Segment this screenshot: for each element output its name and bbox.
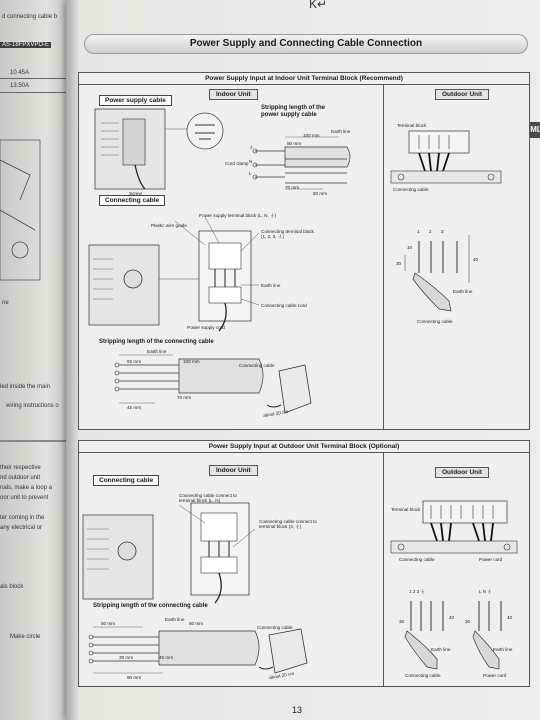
dim-label: 50 mm	[101, 621, 116, 626]
dim-label: 30	[465, 619, 471, 624]
left-fragment: d connecting cable b	[2, 14, 58, 20]
left-fragment: 10.45A	[10, 70, 30, 76]
terminal-number: 1	[417, 229, 420, 234]
dim-label: 40	[473, 257, 479, 262]
terminal-numbers: L N ⏚	[479, 589, 492, 594]
dim-label: 70 mm	[177, 395, 192, 400]
earth-line-label: Earth line	[165, 617, 185, 622]
terminal-numbers: 1 2 3 ⏚	[409, 589, 426, 594]
manual-page: K↵ Power Supply and Connecting Cable Con…	[66, 0, 540, 720]
connecting-cable-small-label: Connecting cable	[239, 363, 275, 368]
conn-cable-cord-label: Connecting cable cord	[261, 303, 307, 308]
left-fragment: nd outdoor unit	[0, 475, 41, 481]
section-outdoor-terminal: Power Supply Input at Outdoor Unit Termi…	[78, 440, 530, 687]
section-heading: Power Supply Input at Indoor Unit Termin…	[79, 73, 529, 85]
section-heading: Power Supply Input at Outdoor Unit Termi…	[79, 441, 529, 453]
left-fragment: als block	[0, 584, 24, 590]
terminal-number: 3	[441, 229, 444, 234]
left-fragment: led inside the main	[0, 384, 51, 390]
left-fragment: wiring instructions o	[6, 403, 59, 409]
dim-label: 50 mm	[287, 141, 302, 146]
terminal-number: 2	[429, 229, 432, 234]
left-facing-page: d connecting cable b AS-18FPXVPO-E 10.45…	[0, 0, 78, 720]
indoor-unit-tab: Indoor Unit	[209, 89, 258, 100]
dim-label: 92 mm	[127, 359, 142, 364]
dim-label: 60 mm	[189, 621, 204, 626]
left-fragment: any electrical or	[0, 525, 43, 531]
left-page-diagram-fragments	[0, 139, 78, 442]
dim-label: 45 mm	[127, 405, 142, 410]
earth-line-out-label: Earth line	[453, 289, 473, 294]
indoor-wiring-diagrams	[88, 108, 502, 414]
outdoor-unit-tab: Outdoor Unit	[435, 467, 490, 478]
terminal-block-label: Terminal block	[391, 507, 421, 512]
connecting-cable-small-label: Connecting cable	[257, 625, 293, 630]
earth-line-label: Earth line	[147, 349, 167, 354]
page-title: Power Supply and Connecting Cable Connec…	[84, 34, 528, 54]
conn-to-ln-label: Connecting cable connect to terminal blo…	[179, 493, 237, 503]
left-fragment: ne	[2, 300, 9, 306]
left-fragment: their respective	[0, 465, 41, 471]
power-supply-cord-label: Power supply cord	[187, 325, 225, 330]
dim-label: 40	[449, 615, 455, 620]
left-fragment: 13.50A	[10, 83, 30, 89]
section-divider	[383, 84, 384, 429]
dim-label: 70 mm	[285, 185, 300, 190]
left-fragment: oor unit to prevent	[0, 495, 49, 501]
outdoor-unit-tab: Outdoor Unit	[435, 89, 490, 100]
dim-label: 30	[399, 619, 405, 624]
power-cord2-label: Power cord	[483, 673, 507, 678]
page-number: 13	[292, 705, 303, 715]
left-fragment: Make circle	[10, 634, 41, 640]
section-indoor-terminal: Power Supply Input at Indoor Unit Termin…	[78, 72, 530, 430]
terminal-block-label: Terminal block	[397, 123, 427, 128]
earth-line-out-label: Earth line	[431, 647, 451, 652]
connecting-cable-out2-label: Connecting cable	[405, 673, 441, 678]
stripping-connecting-title: Stripping length of the connecting cable	[99, 339, 214, 345]
dim-label: 100 mm	[303, 133, 320, 138]
stripping-power-title: Stripping length of the power supply cab…	[261, 105, 325, 118]
dim-label: 30	[396, 261, 402, 266]
earth-line-label: Earth line	[261, 283, 281, 288]
plastic-wire-guide-label: Plastic wire guide	[151, 223, 187, 228]
dim-label: 45 mm	[159, 655, 174, 660]
dim-label: 90 mm	[127, 675, 142, 680]
power-supply-cable-label: Power supply cable	[99, 95, 172, 106]
screw-label: Screw	[129, 191, 142, 196]
dim-label: 100 mm	[183, 359, 200, 364]
stripping-connecting-title: Stripping length of the connecting cable	[93, 603, 208, 609]
connecting-cable-out-label: Connecting cable	[393, 187, 429, 192]
cord-clamp-label: Cord clamp	[225, 161, 249, 166]
indoor-unit-tab: Indoor Unit	[209, 465, 258, 476]
connecting-cable-label: Connecting cable	[93, 475, 160, 486]
section-divider	[383, 452, 384, 686]
earth-line-out-label: Earth line	[493, 647, 513, 652]
connecting-cable-label: Connecting cable	[99, 195, 166, 206]
dim-label: 30 mm	[119, 655, 134, 660]
ground-label: ⏚	[249, 145, 254, 150]
connecting-cable-out2-label: Connecting cable	[417, 319, 453, 324]
earth-line-label: Earth line	[331, 129, 351, 134]
conn-terminal-label: Connecting terminal block (1, 2, 3, ⏚)	[261, 229, 314, 239]
dim-label: 60 mm	[313, 191, 328, 196]
n-label: N	[249, 159, 253, 164]
top-mark: K↵	[309, 0, 328, 11]
ps-terminal-label: Power supply terminal block (L, N, ⏚)	[199, 213, 277, 218]
outdoor-wiring-diagrams	[82, 500, 518, 674]
side-tab: ML	[527, 122, 540, 138]
left-fragment: ter coming in the	[0, 515, 45, 521]
left-fragment: nals, make a loop a	[0, 485, 53, 491]
power-cord-label: Power cord	[479, 557, 503, 562]
left-fragment: AS-18FPXVPO-E	[0, 42, 52, 48]
dim-label: 40	[507, 615, 513, 620]
dim-label: 10	[407, 245, 413, 250]
l-label: L	[249, 171, 252, 176]
connecting-cable-out-label: Connecting cable	[399, 557, 435, 562]
conn-to-3-label: Connecting cable connect to terminal blo…	[259, 519, 317, 529]
